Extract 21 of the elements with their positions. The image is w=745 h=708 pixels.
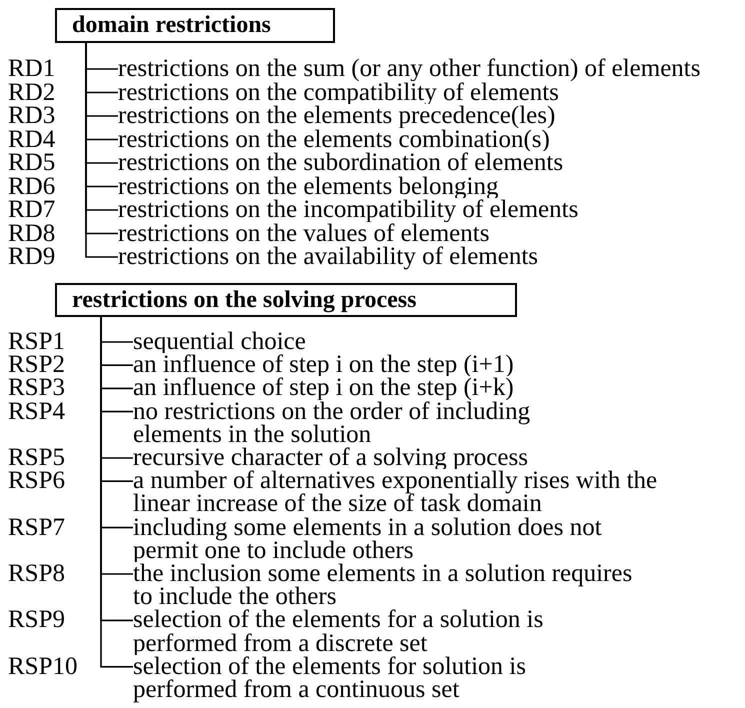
item-code: RD8 (8, 222, 56, 245)
item-code: RSP5 (8, 446, 65, 470)
item-code: RD7 (8, 198, 56, 222)
item-code: RSP4 (8, 400, 65, 423)
item-code: RSP9 (8, 608, 65, 632)
item-code: RSP1 (8, 330, 65, 354)
item-code: RD1 (8, 57, 56, 80)
item-code: RSP6 (8, 469, 65, 492)
item-code: RD6 (8, 174, 56, 198)
category-header-box: domain restrictions (55, 8, 335, 43)
item-code: RD4 (8, 128, 56, 151)
item-code: RD3 (8, 104, 56, 128)
item-code: RSP10 (8, 654, 78, 678)
item-code: RSP8 (8, 562, 65, 586)
item-code: RD2 (8, 80, 56, 104)
category-header-box: restrictions on the solving process (55, 283, 517, 317)
item-code: RSP3 (8, 376, 65, 400)
item-code: RSP7 (8, 516, 65, 539)
item-code: RD9 (8, 245, 56, 268)
item-code: RD5 (8, 151, 56, 174)
item-code: RSP2 (8, 353, 65, 376)
